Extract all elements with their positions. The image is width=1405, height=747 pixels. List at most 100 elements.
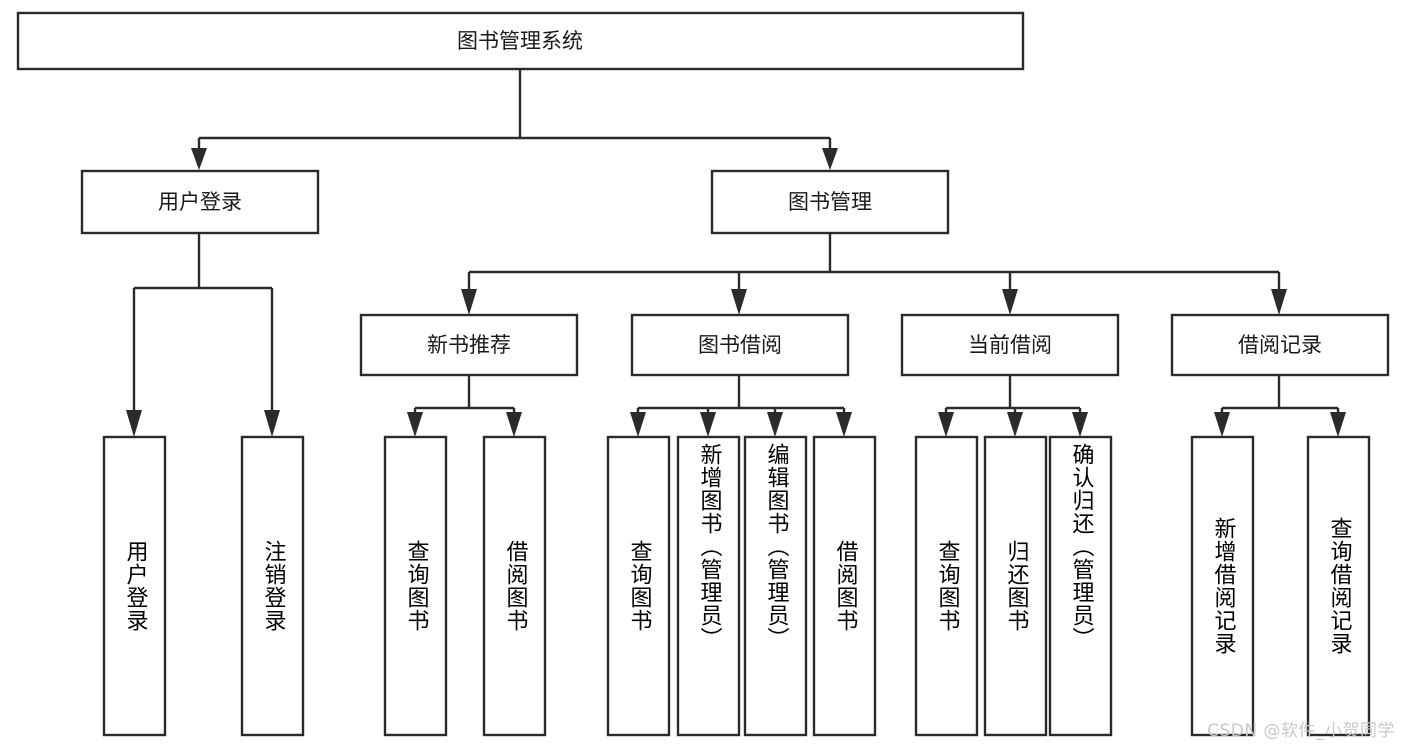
edge-group-new-book bbox=[407, 375, 522, 437]
node-current-borrow-label: 当前借阅 bbox=[968, 333, 1052, 357]
arrow-head-currentborrow-leaf-2 bbox=[1007, 412, 1023, 437]
edge-group-root bbox=[191, 69, 838, 170]
leaf-box-current-borrow-3[interactable] bbox=[1048, 435, 1113, 737]
node-user-login-box[interactable] bbox=[80, 169, 320, 235]
leaf-node-book-borrow-1[interactable] bbox=[606, 435, 671, 737]
arrow-head-currentborrow-leaf-3 bbox=[1072, 412, 1088, 437]
node-book-manage[interactable]: 图书管理 bbox=[710, 169, 950, 235]
leaf-node-user-login-1[interactable] bbox=[102, 435, 167, 737]
node-root-label: 图书管理系统 bbox=[457, 29, 583, 53]
arrow-head-book-manage bbox=[822, 148, 838, 170]
leaf-box-book-borrow-4[interactable] bbox=[812, 435, 877, 737]
leaf-box-current-borrow-1[interactable] bbox=[914, 435, 979, 737]
leaf-label-borrow-record-2: 查询借阅记录 bbox=[1326, 517, 1352, 655]
leaf-node-user-login-2[interactable] bbox=[240, 435, 305, 737]
arrow-head-book-borrow bbox=[731, 289, 747, 315]
edge-group-user-login bbox=[126, 233, 280, 437]
leaf-node-book-borrow-4[interactable] bbox=[812, 435, 877, 737]
leaf-label-wrap-borrow-record-2: 查询借阅记录 bbox=[1326, 517, 1352, 655]
leaf-box-book-borrow-3[interactable] bbox=[743, 435, 808, 737]
leaf-label-book-borrow-1: 查询图书 bbox=[626, 540, 652, 632]
leaf-box-user-login-2[interactable] bbox=[240, 435, 305, 737]
node-root[interactable]: 图书管理系统 bbox=[16, 11, 1025, 71]
node-current-borrow-box[interactable] bbox=[900, 313, 1120, 377]
edge-group-book-manage bbox=[461, 233, 1287, 315]
leaf-label-wrap-user-login-1: 用户登录 bbox=[122, 540, 148, 632]
node-book-borrow[interactable]: 图书借阅 bbox=[630, 313, 850, 377]
leaf-label-current-borrow-1: 查询图书 bbox=[934, 540, 960, 632]
leaf-box-new-book-1[interactable] bbox=[383, 435, 448, 737]
leaf-label-book-borrow-4: 借阅图书 bbox=[832, 540, 858, 632]
leaf-node-new-book-1[interactable] bbox=[383, 435, 448, 737]
leaf-label-wrap-borrow-record-1: 新增借阅记录 bbox=[1210, 517, 1236, 655]
node-new-book[interactable]: 新书推荐 bbox=[359, 313, 579, 377]
leaf-box-borrow-record-1[interactable] bbox=[1190, 435, 1255, 737]
arrow-head-newbook-leaf-1 bbox=[407, 412, 423, 437]
node-book-borrow-box[interactable] bbox=[630, 313, 850, 377]
leaf-label-wrap-current-borrow-3: 确认归还（管理员） bbox=[1068, 443, 1094, 650]
leaf-label-wrap-book-borrow-2: 新增图书（管理员） bbox=[696, 443, 722, 650]
node-new-book-label: 新书推荐 bbox=[427, 333, 511, 357]
node-book-manage-box[interactable] bbox=[710, 169, 950, 235]
arrow-head-current-borrow bbox=[1002, 289, 1018, 315]
node-book-borrow-label: 图书借阅 bbox=[698, 333, 782, 357]
node-borrow-record-box[interactable] bbox=[1170, 313, 1390, 377]
leaf-box-book-borrow-1[interactable] bbox=[606, 435, 671, 737]
node-user-login[interactable]: 用户登录 bbox=[80, 169, 320, 235]
leaf-label-wrap-book-borrow-1: 查询图书 bbox=[626, 540, 652, 632]
leaf-label-user-login-2: 注销登录 bbox=[260, 540, 286, 632]
arrow-head-borrow-record bbox=[1271, 289, 1287, 315]
leaf-node-book-borrow-3[interactable] bbox=[743, 435, 808, 737]
leaf-label-user-login-1: 用户登录 bbox=[122, 540, 148, 632]
edge-group-book-borrow bbox=[630, 375, 852, 437]
leaf-label-current-borrow-2: 归还图书 bbox=[1003, 540, 1029, 632]
edge-group-borrow-record bbox=[1214, 375, 1346, 437]
leaf-label-borrow-record-1: 新增借阅记录 bbox=[1210, 517, 1236, 655]
leaf-box-current-borrow-2[interactable] bbox=[983, 435, 1048, 737]
leaf-node-current-borrow-3[interactable] bbox=[1048, 435, 1113, 737]
leaf-label-current-borrow-3: 确认归还（管理员） bbox=[1068, 443, 1094, 650]
leaf-label-wrap-book-borrow-3: 编辑图书（管理员） bbox=[763, 443, 789, 650]
edge-group-current-borrow bbox=[938, 375, 1088, 437]
leaf-label-book-borrow-2: 新增图书（管理员） bbox=[696, 443, 722, 650]
leaf-label-book-borrow-3: 编辑图书（管理员） bbox=[763, 443, 789, 650]
arrow-head-user-login-leaf bbox=[126, 410, 142, 437]
arrow-head-currentborrow-leaf-1 bbox=[938, 412, 954, 437]
arrow-head-bookborrow-leaf-4 bbox=[836, 412, 852, 437]
csdn-watermark: CSDN @软件_小贺同学 bbox=[1207, 721, 1395, 741]
node-borrow-record-label: 借阅记录 bbox=[1238, 333, 1322, 357]
leaf-label-new-book-1: 查询图书 bbox=[403, 540, 429, 632]
leaf-node-new-book-2[interactable] bbox=[482, 435, 547, 737]
leaf-label-wrap-current-borrow-1: 查询图书 bbox=[934, 540, 960, 632]
arrow-head-new-book bbox=[461, 289, 477, 315]
leaf-node-borrow-record-1[interactable] bbox=[1190, 435, 1255, 737]
leaf-box-user-login-1[interactable] bbox=[102, 435, 167, 737]
leaf-label-wrap-book-borrow-4: 借阅图书 bbox=[832, 540, 858, 632]
arrow-head-logout-leaf bbox=[264, 410, 280, 437]
leaf-node-current-borrow-2[interactable] bbox=[983, 435, 1048, 737]
arrow-head-newbook-leaf-2 bbox=[506, 412, 522, 437]
leaf-node-book-borrow-2[interactable] bbox=[676, 435, 741, 737]
leaf-label-wrap-user-login-2: 注销登录 bbox=[260, 540, 286, 632]
leaf-box-new-book-2[interactable] bbox=[482, 435, 547, 737]
arrow-head-bookborrow-leaf-1 bbox=[630, 412, 646, 437]
leaf-node-current-borrow-1[interactable] bbox=[914, 435, 979, 737]
leaf-box-borrow-record-2[interactable] bbox=[1306, 435, 1371, 737]
leaf-label-wrap-new-book-2: 借阅图书 bbox=[502, 540, 528, 632]
node-root-box[interactable] bbox=[16, 11, 1025, 71]
leaf-label-wrap-new-book-1: 查询图书 bbox=[403, 540, 429, 632]
arrow-head-borrowrecord-leaf-2 bbox=[1330, 412, 1346, 437]
node-new-book-box[interactable] bbox=[359, 313, 579, 377]
node-borrow-record[interactable]: 借阅记录 bbox=[1170, 313, 1390, 377]
leaf-node-borrow-record-2[interactable] bbox=[1306, 435, 1371, 737]
node-current-borrow[interactable]: 当前借阅 bbox=[900, 313, 1120, 377]
leaf-label-new-book-2: 借阅图书 bbox=[502, 540, 528, 632]
leaf-box-book-borrow-2[interactable] bbox=[676, 435, 741, 737]
arrow-head-user-login bbox=[191, 148, 207, 170]
arrow-head-bookborrow-leaf-3 bbox=[767, 412, 783, 437]
arrow-head-borrowrecord-leaf-1 bbox=[1214, 412, 1230, 437]
node-book-manage-label: 图书管理 bbox=[788, 190, 872, 214]
leaf-label-wrap-current-borrow-2: 归还图书 bbox=[1003, 540, 1029, 632]
